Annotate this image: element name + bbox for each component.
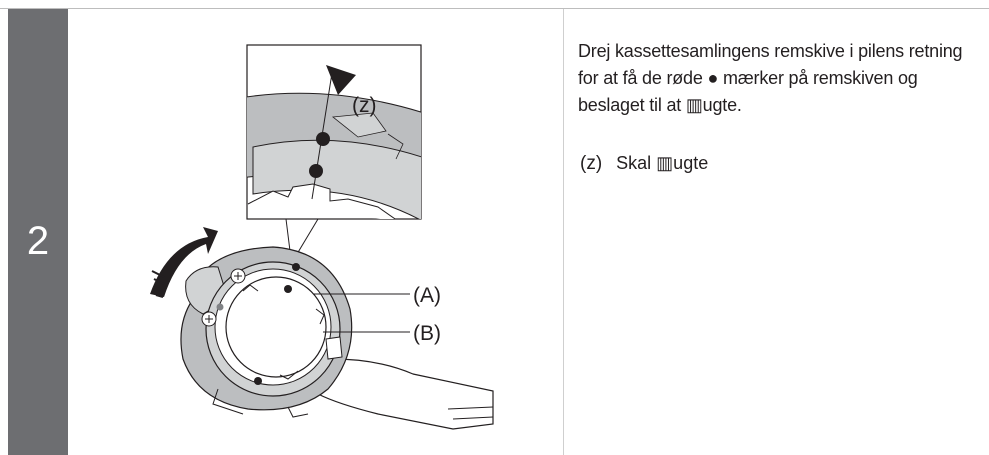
magnified-callout: (z) xyxy=(246,44,422,220)
instruction-text: Drej kassettesamlingens remskive i pilen… xyxy=(578,41,963,115)
callout-label-z: (z) xyxy=(352,94,377,117)
note-key: (z) xyxy=(580,153,603,174)
rotation-arrow xyxy=(150,227,218,298)
column-divider xyxy=(563,9,564,455)
top-rule xyxy=(0,8,989,9)
step-number-bar: 2 xyxy=(8,9,68,455)
label-a: (A) xyxy=(413,284,441,307)
cassette-pulley xyxy=(180,246,353,418)
illustration: (z) xyxy=(68,9,563,455)
note-text: Skal ▥ugte xyxy=(616,153,709,173)
mounting-bracket xyxy=(317,358,494,430)
note-z: (z) Skal ▥ugte xyxy=(580,150,708,177)
label-b: (B) xyxy=(413,322,441,345)
step-number: 2 xyxy=(26,219,50,263)
